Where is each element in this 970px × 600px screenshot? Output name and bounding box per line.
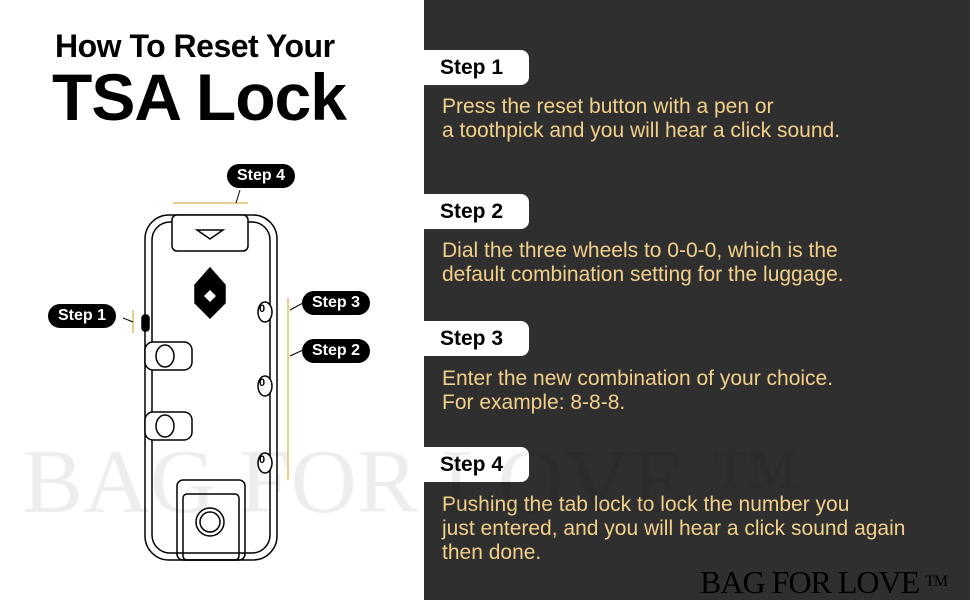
callout-step-2: Step 2 <box>302 339 371 363</box>
step-4-line-3: then done. <box>442 541 542 564</box>
tab-lock <box>171 214 249 252</box>
step-2-line-1: Dial the three wheels to 0-0-0, which is… <box>442 239 838 262</box>
slot-1 <box>144 341 193 371</box>
step-1-line-2: a toothpick and you will hear a click so… <box>442 119 841 142</box>
step-2-text: Dial the three wheels to 0-0-0, which is… <box>442 239 844 287</box>
step-3-text: Enter the new combination of your choice… <box>442 367 833 415</box>
dial-digit-1: 0 <box>259 303 266 315</box>
step-1-line-1: Press the reset button with a pen or <box>442 95 774 118</box>
illustration-panel: How To Reset Your TSA Lock 0 <box>0 0 424 600</box>
step-3-line-2: For example: 8-8-8. <box>442 391 626 414</box>
brand-logo: BAG FOR LOVE TM <box>700 564 948 600</box>
callout-step-4: Step 4 <box>227 164 296 188</box>
step-3-tab: Step 3 <box>424 321 529 356</box>
step-4-tab: Step 4 <box>424 447 529 482</box>
page-title-line2: TSA Lock <box>52 60 347 134</box>
step-4-line-2: just entered, and you will hear a click … <box>442 517 906 540</box>
page-title-line1: How To Reset Your <box>55 28 335 64</box>
step-2-tab: Step 2 <box>424 194 529 229</box>
step-3-line-1: Enter the new combination of your choice… <box>442 367 834 390</box>
reset-button <box>141 314 150 332</box>
dial-digit-2: 0 <box>259 377 266 389</box>
knob-1 <box>155 344 175 368</box>
dial-digit-3: 0 <box>259 454 266 466</box>
arrow-down-icon <box>194 229 226 240</box>
step-1-text: Press the reset button with a pen or a t… <box>442 95 840 143</box>
trademark: TM <box>925 573 948 590</box>
step-4-text: Pushing the tab lock to lock the number … <box>442 493 905 565</box>
callout-step-1: Step 1 <box>48 304 117 328</box>
brand-name: BAG FOR LOVE <box>700 564 920 600</box>
key-housing <box>176 479 246 561</box>
dial-wheel-1 <box>257 301 273 323</box>
tsa-lock-diagram <box>122 189 304 561</box>
dial-wheel-2 <box>257 375 273 397</box>
step-2-line-2: default combination setting for the lugg… <box>442 263 844 286</box>
step-4-line-1: Pushing the tab lock to lock the number … <box>442 493 850 516</box>
callout-step-3: Step 3 <box>302 291 371 315</box>
instructions-panel: Step 1 Press the reset button with a pen… <box>424 0 970 600</box>
step-1-tab: Step 1 <box>424 50 529 85</box>
